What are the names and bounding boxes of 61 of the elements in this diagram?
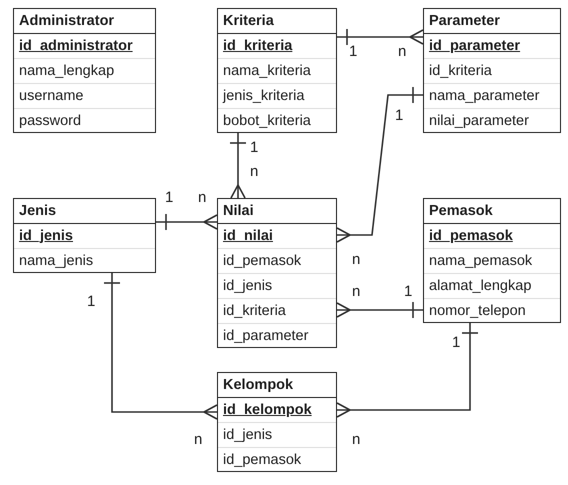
cardinality-label: 1: [87, 294, 96, 310]
cardinality-label: 1: [404, 284, 412, 300]
primary-key-field: id_parameter: [424, 34, 560, 59]
field-name: id_pemasok: [222, 451, 302, 470]
entity-table: [423, 8, 561, 133]
field-name: id_jenis: [218, 423, 336, 448]
entity-table: [217, 198, 337, 348]
entity-table: [13, 8, 156, 133]
field-name: nilai_parameter: [428, 112, 530, 131]
primary-key-field: id_jenis: [14, 224, 155, 249]
entity-table: [217, 8, 337, 133]
cardinality-label: 1: [349, 44, 358, 60]
entity-table: [217, 372, 337, 472]
cardinality-label: n: [250, 164, 258, 180]
cardinality-label: n: [352, 432, 360, 448]
table-title: Nilai: [218, 199, 336, 224]
primary-key-field: id_pemasok: [424, 224, 560, 249]
relationship-line: [103, 273, 218, 420]
cardinality-label: n: [398, 44, 406, 60]
table-title: Administrator: [14, 9, 155, 34]
field-name: nama_jenis: [18, 252, 94, 271]
relationship-line: [336, 323, 479, 418]
field-name: id_jenis: [218, 274, 336, 299]
table-title: Kriteria: [218, 9, 336, 34]
relationship-line: [337, 28, 424, 46]
field-name: alamat_lengkap: [424, 274, 560, 299]
table-title: Kelompok: [218, 373, 336, 398]
entity-table: [13, 198, 156, 273]
cardinality-label: n: [194, 432, 202, 448]
field-name: id_parameter: [222, 327, 310, 346]
field-name: nama_parameter: [424, 84, 560, 109]
field-name: jenis_kriteria: [218, 84, 336, 109]
cardinality-label: 1: [452, 335, 460, 351]
relationship-line: [336, 86, 423, 243]
field-name: nama_kriteria: [218, 59, 336, 84]
field-name: id_kriteria: [424, 59, 560, 84]
field-name: nomor_telepon: [428, 302, 527, 321]
table-title: Pemasok: [424, 199, 560, 224]
entity-table: [423, 198, 561, 323]
cardinality-label: 1: [165, 190, 174, 206]
relationship-line: [336, 301, 423, 319]
cardinality-label: 1: [395, 108, 404, 124]
cardinality-label: 1: [250, 140, 258, 156]
field-name: id_kriteria: [218, 299, 336, 324]
field-name: username: [14, 84, 155, 109]
cardinality-label: n: [352, 252, 360, 268]
relationship-line: [229, 133, 247, 199]
primary-key-field: id_administrator: [14, 34, 155, 59]
field-name: bobot_kriteria: [222, 112, 312, 131]
relationship-line: [156, 213, 218, 231]
primary-key-field: id_nilai: [218, 224, 336, 249]
field-name: nama_pemasok: [424, 249, 560, 274]
field-name: id_pemasok: [218, 249, 336, 274]
field-name: password: [18, 112, 82, 131]
cardinality-label: n: [198, 190, 206, 206]
field-name: nama_lengkap: [14, 59, 155, 84]
cardinality-label: n: [352, 284, 360, 300]
primary-key-field: id_kelompok: [218, 398, 336, 423]
primary-key-field: id_kriteria: [218, 34, 336, 59]
table-title: Jenis: [14, 199, 155, 224]
table-title: Parameter: [424, 9, 560, 34]
